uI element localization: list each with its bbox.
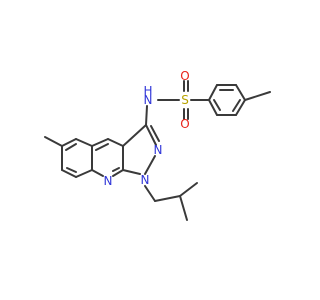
atom-label-sulfonamide-n: N [144, 93, 153, 107]
atom-label-pyrazole-n1: N [141, 173, 150, 187]
atom-label-nh-h: H [143, 84, 152, 98]
molecule-structure: H N S O O N N N [44, 69, 271, 221]
atom-label-oxygen-top: O [180, 69, 189, 83]
bonds [44, 80, 271, 221]
atom-label-pyrazole-n2: N [154, 143, 163, 157]
atom-label-oxygen-bottom: O [180, 117, 189, 131]
atom-labels: H N S O O N N N [104, 69, 190, 188]
atom-label-quinoline-n: N [104, 174, 113, 188]
atom-label-sulfur: S [181, 93, 189, 107]
